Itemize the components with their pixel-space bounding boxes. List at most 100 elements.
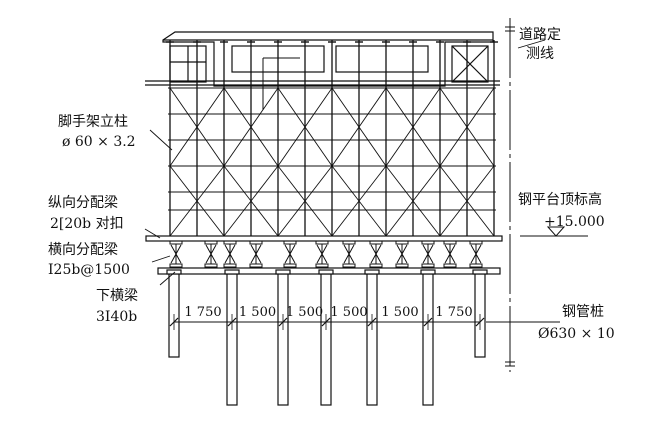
i-beam-flange	[315, 240, 329, 245]
dimension-label: 1 750	[184, 305, 221, 320]
i-beam	[443, 240, 457, 268]
diagonal-brace	[277, 87, 333, 167]
i-beam-brace	[316, 244, 328, 264]
diagonal-brace	[223, 165, 279, 237]
end-box-right	[451, 45, 489, 83]
i-beam-brace	[205, 244, 217, 264]
label-transverse-beam-1: 横向分配梁	[48, 242, 118, 258]
i-beam-flange	[169, 240, 183, 245]
i-beam-brace	[250, 244, 262, 264]
diagonal-brace	[385, 87, 441, 167]
i-beam	[249, 240, 263, 268]
leader-scaffold-post	[149, 129, 173, 151]
pile-cap	[420, 269, 436, 275]
i-beam-flange	[421, 240, 435, 245]
i-beam-flange	[469, 263, 483, 268]
i-beam-flange	[369, 240, 383, 245]
label-steel-pile-1: 钢管桩	[562, 303, 604, 320]
i-beam-brace	[396, 244, 408, 264]
girder-opening-right	[335, 45, 429, 73]
dimension-label: 1 500	[286, 305, 323, 320]
i-beam-flange	[443, 263, 457, 268]
i-beam-flange	[421, 263, 435, 268]
i-beam-brace	[370, 244, 382, 264]
transverse-beams	[169, 240, 483, 268]
diagonal-brace	[385, 165, 441, 237]
dimension-chain	[169, 314, 485, 330]
label-road-centerline-2: 测线	[526, 46, 554, 62]
i-beam	[469, 240, 483, 268]
diagonal-brace	[277, 165, 333, 237]
i-beam-flange	[395, 240, 409, 245]
pile-cap	[166, 269, 182, 275]
i-beam-flange	[283, 240, 297, 245]
i-beam	[283, 240, 297, 268]
label-longitudinal-beam-2: 2[20b 对扣	[50, 216, 124, 232]
leader-lines	[144, 39, 560, 323]
label-scaffold-post-2: ø 60 × 3.2	[62, 134, 136, 150]
superstructure	[162, 31, 494, 110]
steel-pipe-piles	[166, 269, 488, 406]
leader-longitudinal-beam	[144, 228, 161, 239]
i-beam-brace	[343, 244, 355, 264]
scaffold-frame	[166, 40, 498, 237]
pile-cap	[364, 269, 380, 275]
i-beam	[395, 240, 409, 268]
steel-pipe-pile	[422, 273, 434, 406]
i-beam	[421, 240, 435, 268]
leader-lower-cross-beam	[159, 271, 176, 286]
elevation-marker	[520, 226, 588, 237]
leader-transverse-beam	[151, 255, 171, 263]
label-platform-elevation-2: +15.000	[544, 214, 605, 230]
i-beam-flange	[469, 240, 483, 245]
i-beam-brace	[422, 244, 434, 264]
i-beam-flange	[204, 263, 218, 268]
label-steel-pile-2: Ø630 × 10	[538, 326, 615, 342]
i-beam-brace	[444, 244, 456, 264]
i-beam	[342, 240, 356, 268]
label-scaffold-post-1: 脚手架立柱	[58, 114, 128, 130]
i-beam-flange	[249, 240, 263, 245]
girder-outline	[162, 31, 494, 87]
diagonal-brace	[439, 165, 495, 237]
label-platform-elevation-1: 钢平台顶标高	[518, 191, 602, 208]
i-beam-flange	[395, 263, 409, 268]
road-centerline	[505, 18, 515, 372]
steel-pipe-pile	[277, 273, 289, 406]
leader-road-centerline	[517, 39, 546, 49]
i-beam	[369, 240, 383, 268]
pile-cap	[224, 269, 240, 275]
i-beam-flange	[369, 263, 383, 268]
label-lower-cross-beam-2: 3I40b	[96, 309, 137, 325]
steel-pipe-pile	[366, 273, 378, 406]
pile-cap	[275, 269, 291, 275]
diagonal-brace	[331, 87, 387, 167]
diagonal-brace	[223, 87, 279, 167]
steel-pipe-pile	[226, 273, 238, 406]
label-longitudinal-beam-1: 纵向分配梁	[48, 195, 118, 211]
i-beam	[223, 240, 237, 268]
diagonal-brace	[169, 165, 225, 237]
dimension-label: 1 500	[330, 305, 367, 320]
i-beam-flange	[315, 263, 329, 268]
i-beam-flange	[223, 240, 237, 245]
diagonal-brace	[331, 165, 387, 237]
i-beam-flange	[283, 263, 297, 268]
dimension-label: 1 500	[381, 305, 418, 320]
i-beam	[315, 240, 329, 268]
label-transverse-beam-2: I25b@1500	[48, 262, 130, 278]
i-beam-flange	[443, 240, 457, 245]
i-beam	[204, 240, 218, 268]
i-beam-brace	[224, 244, 236, 264]
i-beam-flange	[249, 263, 263, 268]
pile-cap	[472, 269, 488, 275]
i-beam-brace	[470, 244, 482, 264]
deck-slab	[145, 80, 500, 86]
i-beam	[169, 240, 183, 268]
longitudinal-beam	[145, 235, 503, 242]
pile-cap	[318, 269, 334, 275]
label-lower-cross-beam-1: 下横梁	[96, 288, 138, 304]
